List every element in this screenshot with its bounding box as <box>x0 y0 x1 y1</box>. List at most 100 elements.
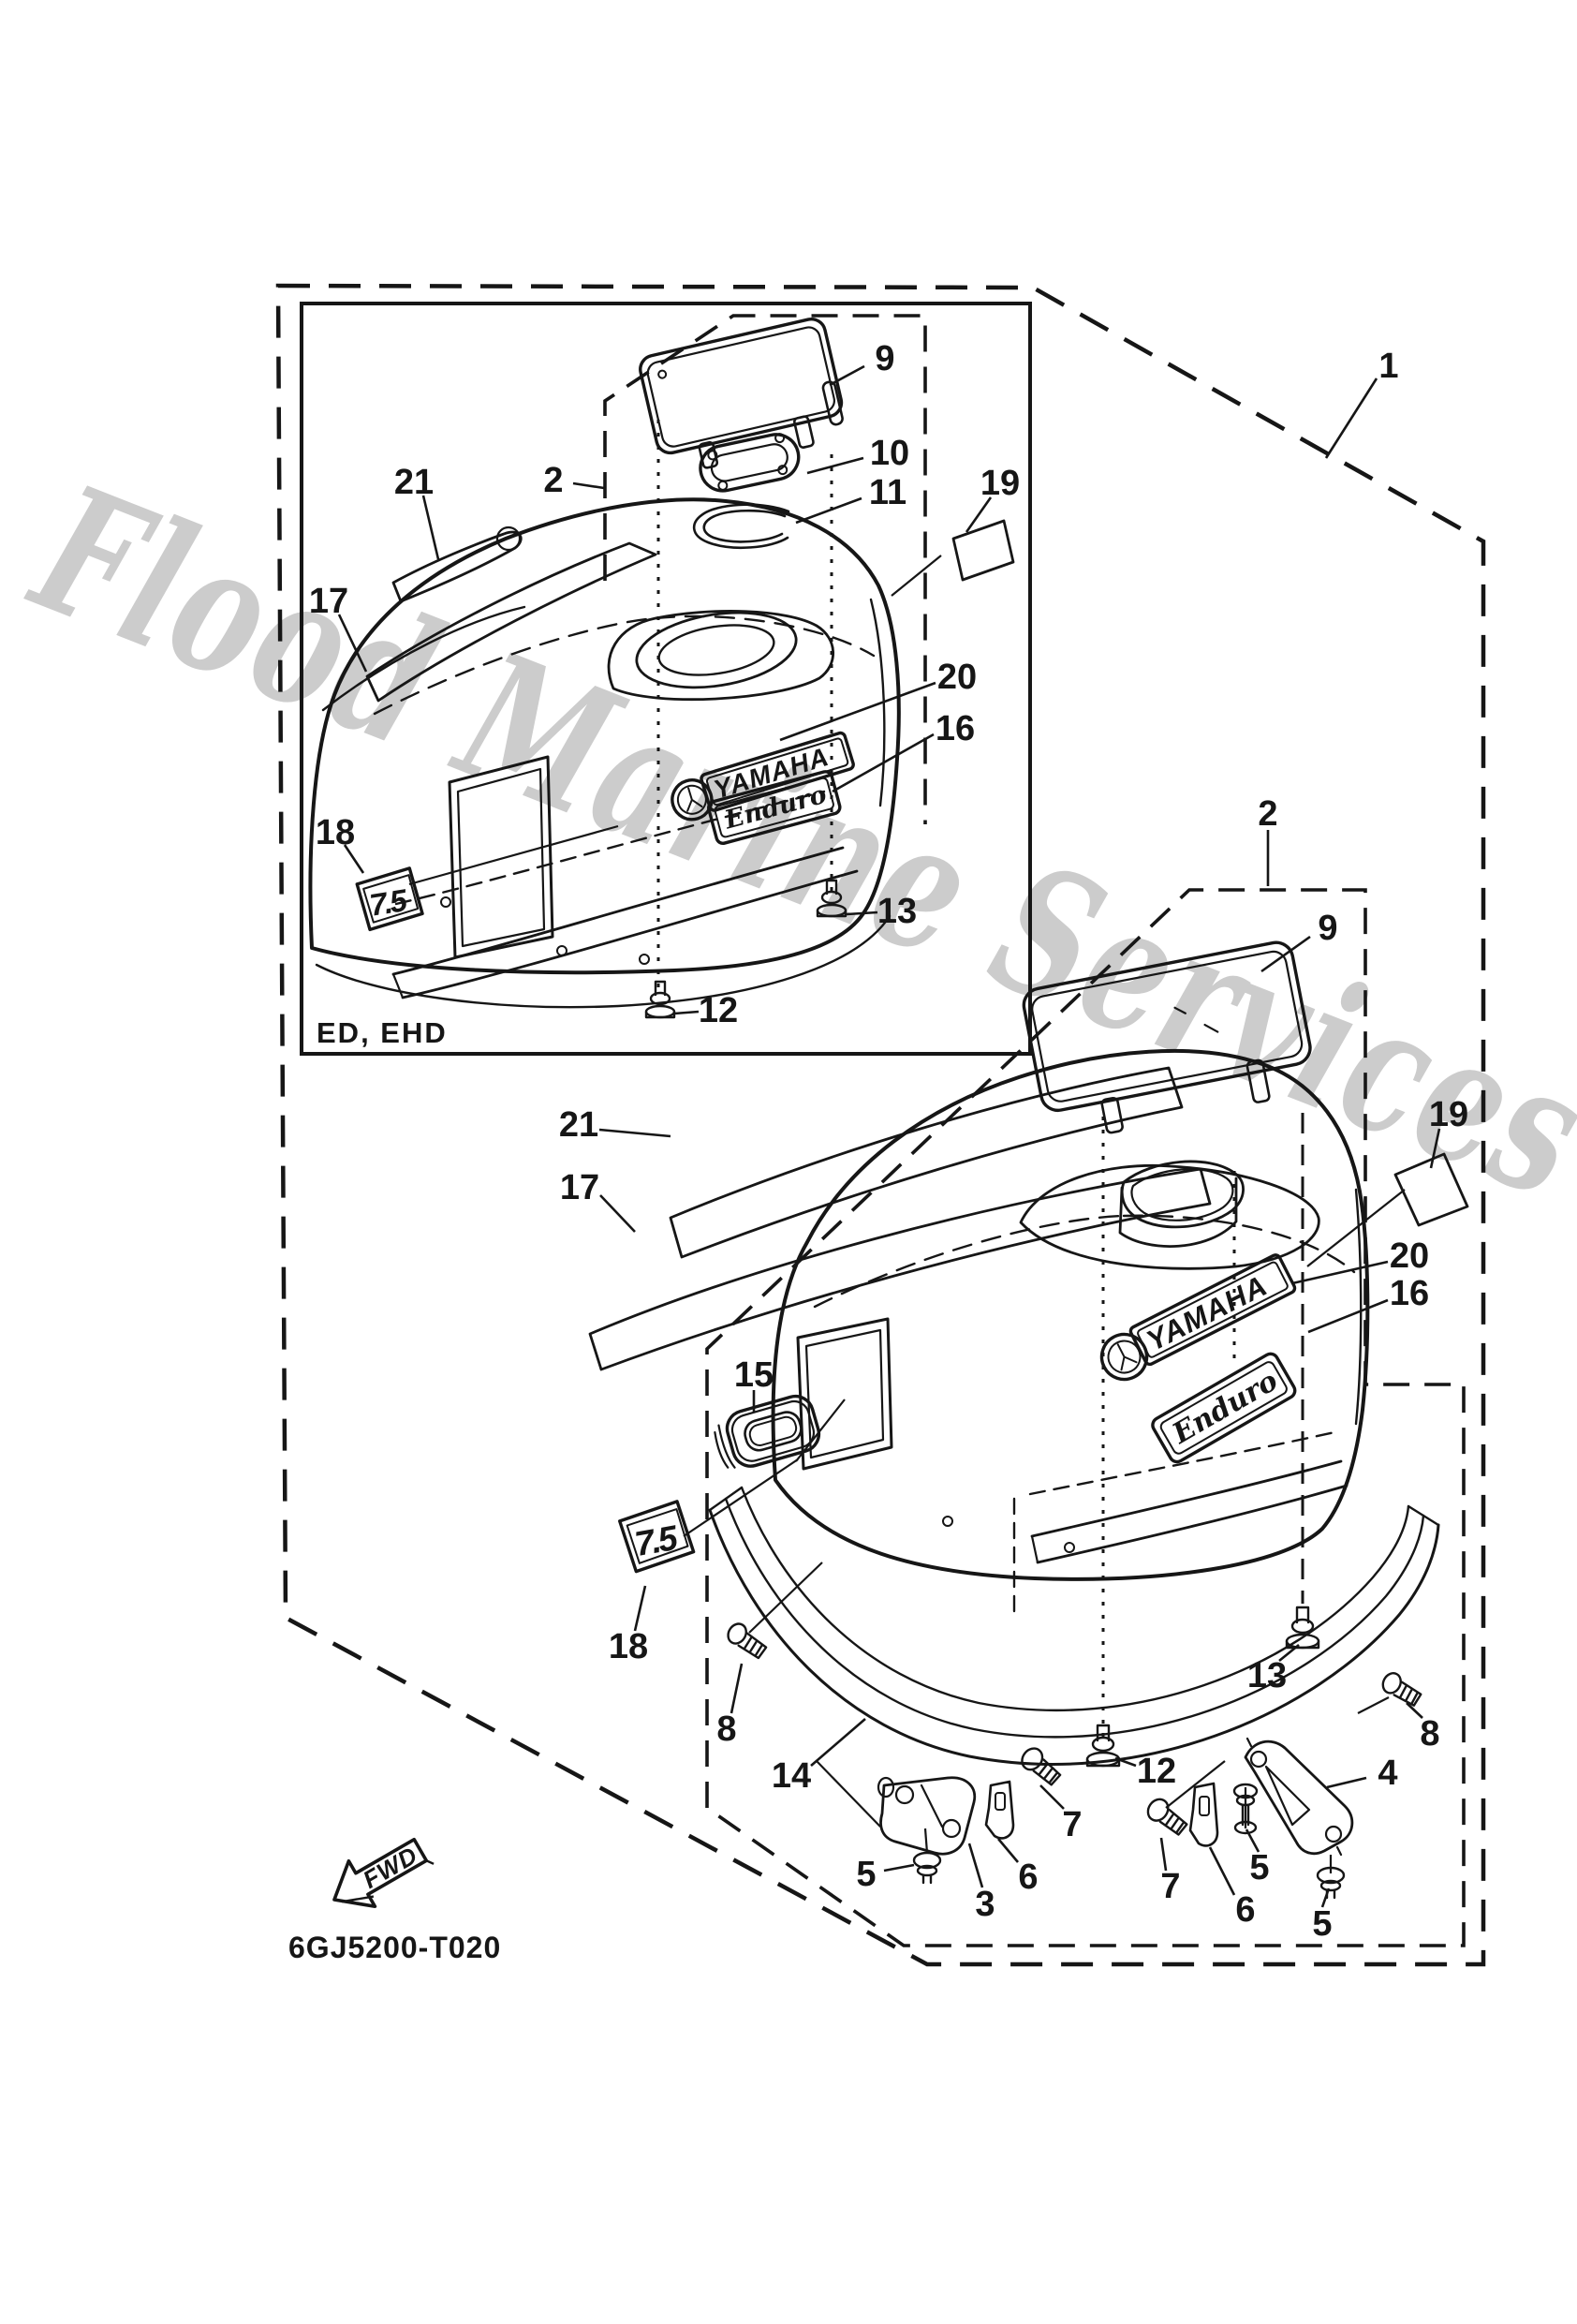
callout-leader-18 <box>343 844 365 874</box>
mount-5-left <box>912 1851 942 1885</box>
callout-16: 16 <box>936 709 975 748</box>
callout-8: 8 <box>716 1710 736 1749</box>
assembly-line <box>408 824 619 886</box>
latch-pocket-lower <box>1118 1160 1245 1248</box>
clamp-6-mid <box>1188 1782 1219 1847</box>
callout-leader-3 <box>967 1843 984 1888</box>
callout-17: 17 <box>309 582 348 621</box>
enduro-decal-lower: Enduro <box>1151 1352 1297 1464</box>
decal-strip-21-lower <box>669 1066 1184 1259</box>
callout-leader-4 <box>1326 1776 1367 1789</box>
bracket-4 <box>1244 1737 1354 1857</box>
callout-leader-5 <box>1245 1828 1260 1853</box>
callout-6: 6 <box>1018 1858 1038 1897</box>
callout-16: 16 <box>1390 1274 1429 1313</box>
callout-leader-17 <box>599 1194 636 1233</box>
callout-19: 19 <box>980 464 1020 503</box>
callout-leader-10 <box>806 456 864 475</box>
callout-leader-1 <box>1324 377 1378 459</box>
callout-leader-16 <box>1307 1298 1389 1334</box>
assembly-line <box>923 1828 929 1854</box>
decal-strip-17-upper <box>365 541 657 703</box>
callout-leader-8 <box>730 1663 744 1714</box>
clamp-6-left <box>984 1780 1015 1840</box>
fwd-label: FWD <box>358 1841 422 1894</box>
callout-18: 18 <box>316 813 355 852</box>
bottom-seal-14 <box>708 1486 1440 1766</box>
callout-9: 9 <box>875 339 894 378</box>
intake-cover-lower <box>1022 940 1312 1134</box>
callout-9: 9 <box>1318 909 1337 948</box>
svg-text:7.5: 7.5 <box>632 1518 682 1564</box>
assembly-line <box>891 555 942 597</box>
assembly-line <box>816 1760 881 1828</box>
callout-15: 15 <box>734 1355 774 1395</box>
upper-subassembly-dashed-box <box>603 314 927 824</box>
callout-leader-20 <box>779 681 936 742</box>
bracket-3 <box>877 1776 977 1856</box>
latch-handle-upper <box>699 433 801 493</box>
outer-dashed-border <box>275 283 1486 1967</box>
callout-1: 1 <box>1378 347 1398 386</box>
callout-2: 2 <box>1258 794 1277 834</box>
callout-10: 10 <box>870 434 909 473</box>
callout-leader-12 <box>1114 1756 1137 1768</box>
bolt-7-left <box>1021 1747 1062 1786</box>
callout-leader-6 <box>1208 1846 1236 1896</box>
callout-leader-17 <box>337 614 368 673</box>
callout-6: 6 <box>1235 1890 1255 1930</box>
callout-leader-13 <box>1278 1643 1300 1663</box>
callout-12: 12 <box>1137 1752 1176 1791</box>
top-cowling-upper <box>308 497 901 1009</box>
watermark-text: Flood Marine Services <box>7 445 1577 1239</box>
top-cowling-lower <box>771 1048 1370 1613</box>
callout-leader-13 <box>846 910 878 916</box>
callout-11: 11 <box>869 473 906 512</box>
decal-strip-17-lower <box>588 1167 1212 1371</box>
callout-leader-9 <box>829 364 865 387</box>
callout-leader-11 <box>795 496 862 525</box>
screw-12-upper <box>644 980 676 1019</box>
decal-strip-21-upper <box>391 525 523 603</box>
callout-14: 14 <box>772 1756 811 1796</box>
bolt-8-left <box>727 1622 768 1660</box>
assembly-line <box>1357 1696 1390 1714</box>
assembly-line <box>795 1399 846 1462</box>
assembly-line <box>1165 1760 1226 1809</box>
callout-leader-19 <box>1429 1128 1441 1169</box>
screw-13-lower <box>1285 1606 1320 1650</box>
decal-19-upper <box>951 519 1015 582</box>
callout-4: 4 <box>1378 1754 1397 1793</box>
assembly-line <box>748 1562 823 1634</box>
callout-leader-21 <box>421 495 440 560</box>
callout-18: 18 <box>609 1627 648 1666</box>
callout-8: 8 <box>1420 1714 1439 1754</box>
grommet-15 <box>714 1394 821 1469</box>
callout-leader-6 <box>997 1838 1019 1863</box>
callout-21: 21 <box>394 463 434 502</box>
callout-13: 13 <box>1247 1656 1287 1695</box>
callout-20: 20 <box>1390 1236 1429 1276</box>
drawing-code: 6GJ5200-T020 <box>288 1931 501 1964</box>
fwd-arrow: FWD <box>332 1837 435 1909</box>
callout-13: 13 <box>877 892 917 931</box>
callout-leader-12 <box>673 1010 700 1015</box>
callout-20: 20 <box>937 658 977 697</box>
callout-leader-7 <box>1039 1784 1065 1810</box>
callout-leader-2 <box>572 481 605 490</box>
hp-badge-lower: 7.5 <box>618 1500 696 1574</box>
assembly-line-layer <box>408 555 1406 1873</box>
callout-leader-8 <box>1406 1702 1423 1719</box>
callout-leader-5 <box>883 1863 915 1873</box>
callout-leader-7 <box>1159 1837 1168 1872</box>
screw-13-upper <box>816 879 847 918</box>
callout-5: 5 <box>1312 1904 1332 1944</box>
callout-leader-18 <box>633 1585 647 1632</box>
variant-box <box>300 302 1032 1056</box>
variant-label: ED, EHD <box>317 1016 448 1049</box>
callout-2: 2 <box>543 461 563 500</box>
callout-leader-20 <box>1291 1260 1389 1285</box>
callout-leader-5 <box>1320 1887 1331 1908</box>
